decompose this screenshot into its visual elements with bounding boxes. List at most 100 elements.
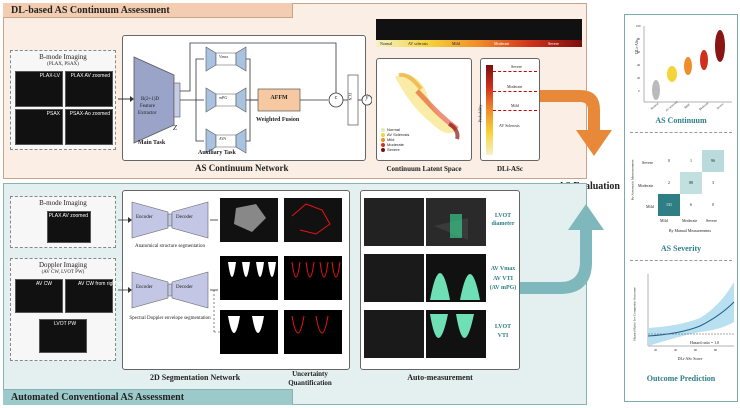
cm-cell: 0 [702, 194, 724, 216]
z-label: Z [173, 124, 177, 132]
extractor-label-2: Feature [140, 104, 155, 109]
teal-arrow [520, 204, 604, 294]
encoder-label-2: Encoder [136, 285, 153, 290]
continuum-title: AS Continuum [655, 116, 707, 125]
ytick-0: 0 [638, 89, 640, 93]
decoder-label-2: Decoder [176, 285, 193, 290]
xtick-80: 80 [714, 348, 717, 352]
cm-cell: 1 [680, 150, 702, 172]
severity-ylabel: By Automatic Measurements [630, 159, 635, 201]
orange-arrow [540, 90, 612, 156]
divider-1 [630, 132, 732, 133]
measure-vti-2: VTI [497, 333, 509, 339]
bottom-bmode-group: B-mode Imaging PLAX AV zoomed [10, 196, 116, 248]
y-hat: ŷ [365, 95, 369, 101]
legend-severe: Severe [381, 147, 409, 152]
legend-sclerosis: AV Sclerosis [381, 132, 409, 137]
latent-legend: Normal AV Sclerosis Mild Moderate Severe [381, 127, 409, 152]
as-evaluation-label: AS Evaluation [558, 181, 620, 192]
encoder-label-1: Encoder [136, 215, 153, 220]
bmode-title: B-mode Imaging [39, 53, 87, 61]
us-image-psax: PSAX [15, 109, 63, 145]
decoder-label-1: Decoder [176, 215, 193, 220]
continuum-violin-chart [643, 26, 732, 103]
continuum-panel-title: DL-based AS Continuum Assessment [3, 3, 293, 18]
row-mild: Mild [646, 204, 654, 209]
strip-label-mild: Mild [452, 41, 460, 46]
strip-label-normal: Normal [380, 41, 393, 46]
ytick-40: 40 [637, 63, 640, 67]
continuum-network-title: AS Continuum Network [195, 163, 289, 173]
concat-symbol: c [334, 95, 338, 101]
measure-diameter: diameter [491, 221, 515, 227]
weighted-fusion-label: Weighted Fusion [256, 117, 300, 123]
us-image-plax-lv: PLAX-LV [15, 71, 63, 107]
col-severe: Severe [706, 218, 717, 223]
segmentation-diagram [118, 198, 342, 354]
dliasc-line-severe [493, 71, 537, 72]
dliasc-level-mild: Mild [511, 103, 519, 108]
xtick-40: 40 [674, 348, 677, 352]
measure-lvot-2: LVOT [494, 324, 512, 330]
cm-cell: 2 [658, 172, 680, 194]
legend-normal: Normal [381, 127, 409, 132]
auto-measure-title: Auto-measurement [407, 373, 473, 382]
dliasc-axis-label: Probability [477, 104, 483, 123]
col-mild: Mild [660, 218, 668, 223]
doppler-group: Doppler Imaging (AV CW, LVOT PW) AV CW A… [10, 258, 143, 361]
xtick-20: 20 [654, 348, 657, 352]
dliasc-level-sclerosis: AV Sclerosis [499, 123, 520, 128]
conventional-panel-title: Automated Conventional AS Assessment [3, 389, 293, 405]
auto-measure-diagram [364, 198, 486, 358]
ytick-80: 80 [637, 37, 640, 41]
us-doppler-avcw-rp: AV CW from right parasternal [65, 279, 143, 313]
outcome-title: Outcome Prediction [646, 374, 716, 383]
main-task-label: Main Task [138, 140, 166, 146]
dliasc-title: DLi-ASc [496, 165, 524, 173]
dliasc-box: Probability Severe Moderate Mild AV Scle… [477, 58, 540, 161]
aux-task-label: Auxiliary Task [198, 150, 236, 156]
outcome-chart [647, 274, 735, 347]
ytick-20: 20 [637, 76, 640, 80]
strip-label-severe: Severe [548, 41, 559, 46]
dliasc-level-moderate: Moderate [507, 84, 523, 89]
measure-vti: AV VTI [493, 276, 513, 282]
strip-label-moderate: Moderate [494, 41, 510, 46]
ytick-60: 60 [637, 50, 640, 54]
xtick-60: 60 [694, 348, 697, 352]
seg2-label: Spectral Doppler envelope segmentation [129, 316, 211, 321]
outcome-ref-label: Hazard ratio = 1.0 [690, 340, 720, 345]
us-image-plax-av: PLAX AV zoomed [65, 71, 113, 107]
row-severe: Severe [642, 160, 653, 165]
cm-cell: 88 [680, 172, 702, 194]
dliasc-line-moderate [493, 91, 537, 92]
latent-scatter [395, 72, 460, 140]
doppler-subtitle: (AV CW, LVOT PW) [41, 270, 85, 275]
affm-block: AFFM [270, 95, 288, 101]
confusion-matrix: 0 1 96 2 88 3 131 6 0 [658, 150, 724, 216]
outcome-ylabel: Hazard Ratio for Composite Outcome [632, 287, 637, 341]
uq-title-1: Uncertainty [292, 370, 328, 378]
divider-2 [630, 260, 732, 261]
extractor-label-3: Extractor [138, 111, 157, 116]
measure-vmax: AV Vmax [490, 266, 516, 272]
cm-cell: 6 [680, 194, 702, 216]
cm-cell: 0 [658, 150, 680, 172]
latent-space-title: Continuum Latent Space [386, 165, 462, 173]
dliasc-color-bar [486, 65, 493, 155]
strip-label-sclerosis: AV sclerosis [408, 41, 428, 46]
row-moderate: Moderate [638, 183, 654, 188]
severity-gradient-bar [376, 40, 582, 47]
us-image-psax-ao: PSAX-Ao zoomed [65, 109, 113, 145]
seg1-label: Anatomical structure segmentation [135, 244, 205, 249]
continuum-network-diagram [118, 42, 372, 154]
dliasc-level-severe: Severe [511, 64, 522, 69]
uq-title-2: Quantification [288, 379, 332, 387]
us-image-plax-av-bottom: PLAX AV zoomed [47, 211, 91, 243]
severity-title: AS Severity [660, 244, 702, 253]
cm-cell: 3 [702, 172, 724, 194]
col-moderate: Moderate [682, 218, 698, 223]
fcn-block: FCN [347, 92, 353, 101]
latent-space-box: Normal AV Sclerosis Mild Moderate Severe [376, 58, 472, 161]
extractor-label-1: R(2+1)D [141, 97, 160, 102]
